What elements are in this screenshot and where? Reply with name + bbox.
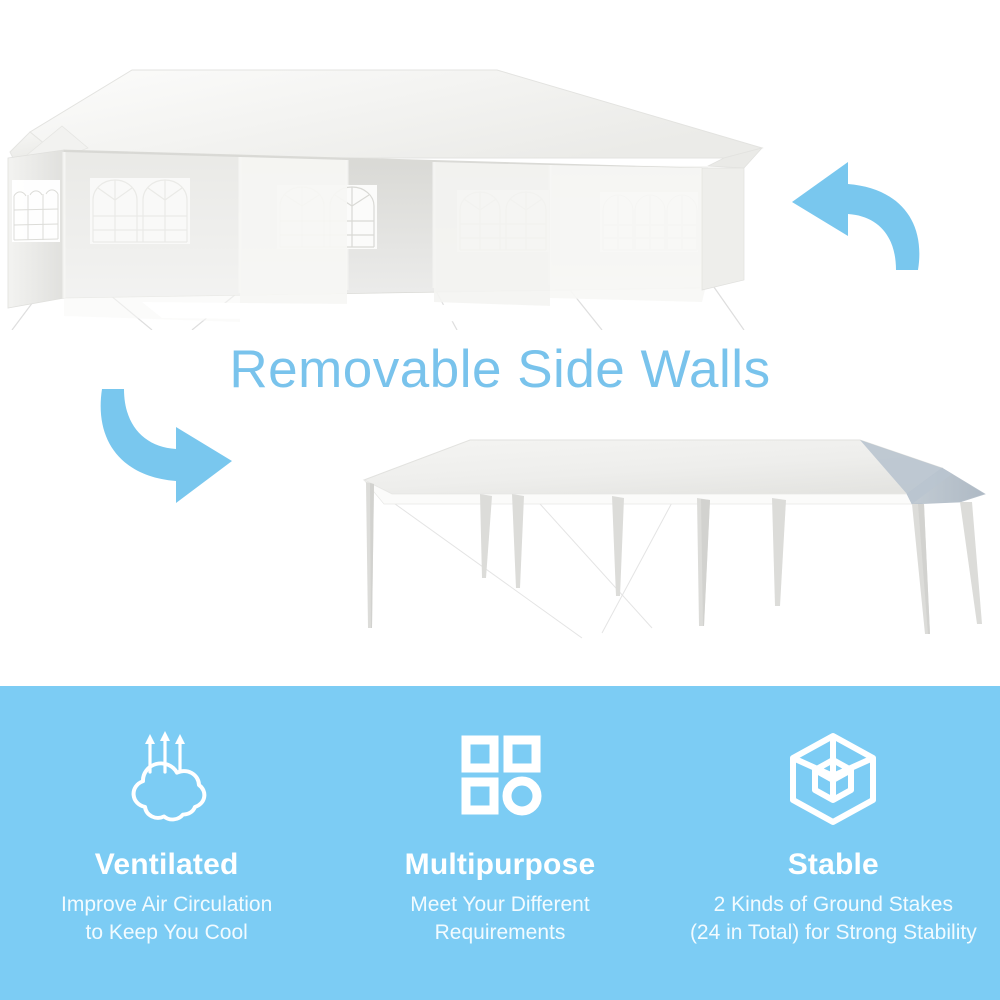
- feature-description: Improve Air Circulation to Keep You Cool: [61, 893, 273, 945]
- feature-description: Meet Your Different Requirements: [410, 893, 590, 945]
- frame-tent-photo: [362, 439, 986, 639]
- feature-item-ventilated: Ventilated Improve Air Circulation to Ke…: [0, 686, 333, 948]
- curved-arrow-right-icon: [100, 389, 232, 503]
- feature-title: Ventilated: [94, 848, 239, 881]
- product-photo-area: Removable Side Walls: [7, 69, 986, 639]
- grid-shapes-icon: [461, 735, 542, 816]
- feature-title: Multipurpose: [404, 848, 596, 881]
- curved-arrow-left-icon: [792, 162, 920, 270]
- feature-item-multipurpose: Multipurpose Meet Your Different Require…: [333, 686, 666, 948]
- feature-band: Ventilated Improve Air Circulation to Ke…: [0, 686, 1000, 1000]
- feature-description: 2 Kinds of Ground Stakes (24 in Total) f…: [689, 893, 977, 945]
- isometric-cube-icon: [790, 733, 877, 825]
- walled-tent-photo: [7, 69, 764, 330]
- feature-list: Ventilated Improve Air Circulation to Ke…: [0, 686, 1000, 1000]
- cloud-airflow-icon: [131, 731, 206, 822]
- feature-item-stable: Stable 2 Kinds of Ground Stakes (24 in T…: [667, 686, 1000, 948]
- page-title: Removable Side Walls: [229, 340, 771, 399]
- feature-title: Stable: [787, 848, 879, 881]
